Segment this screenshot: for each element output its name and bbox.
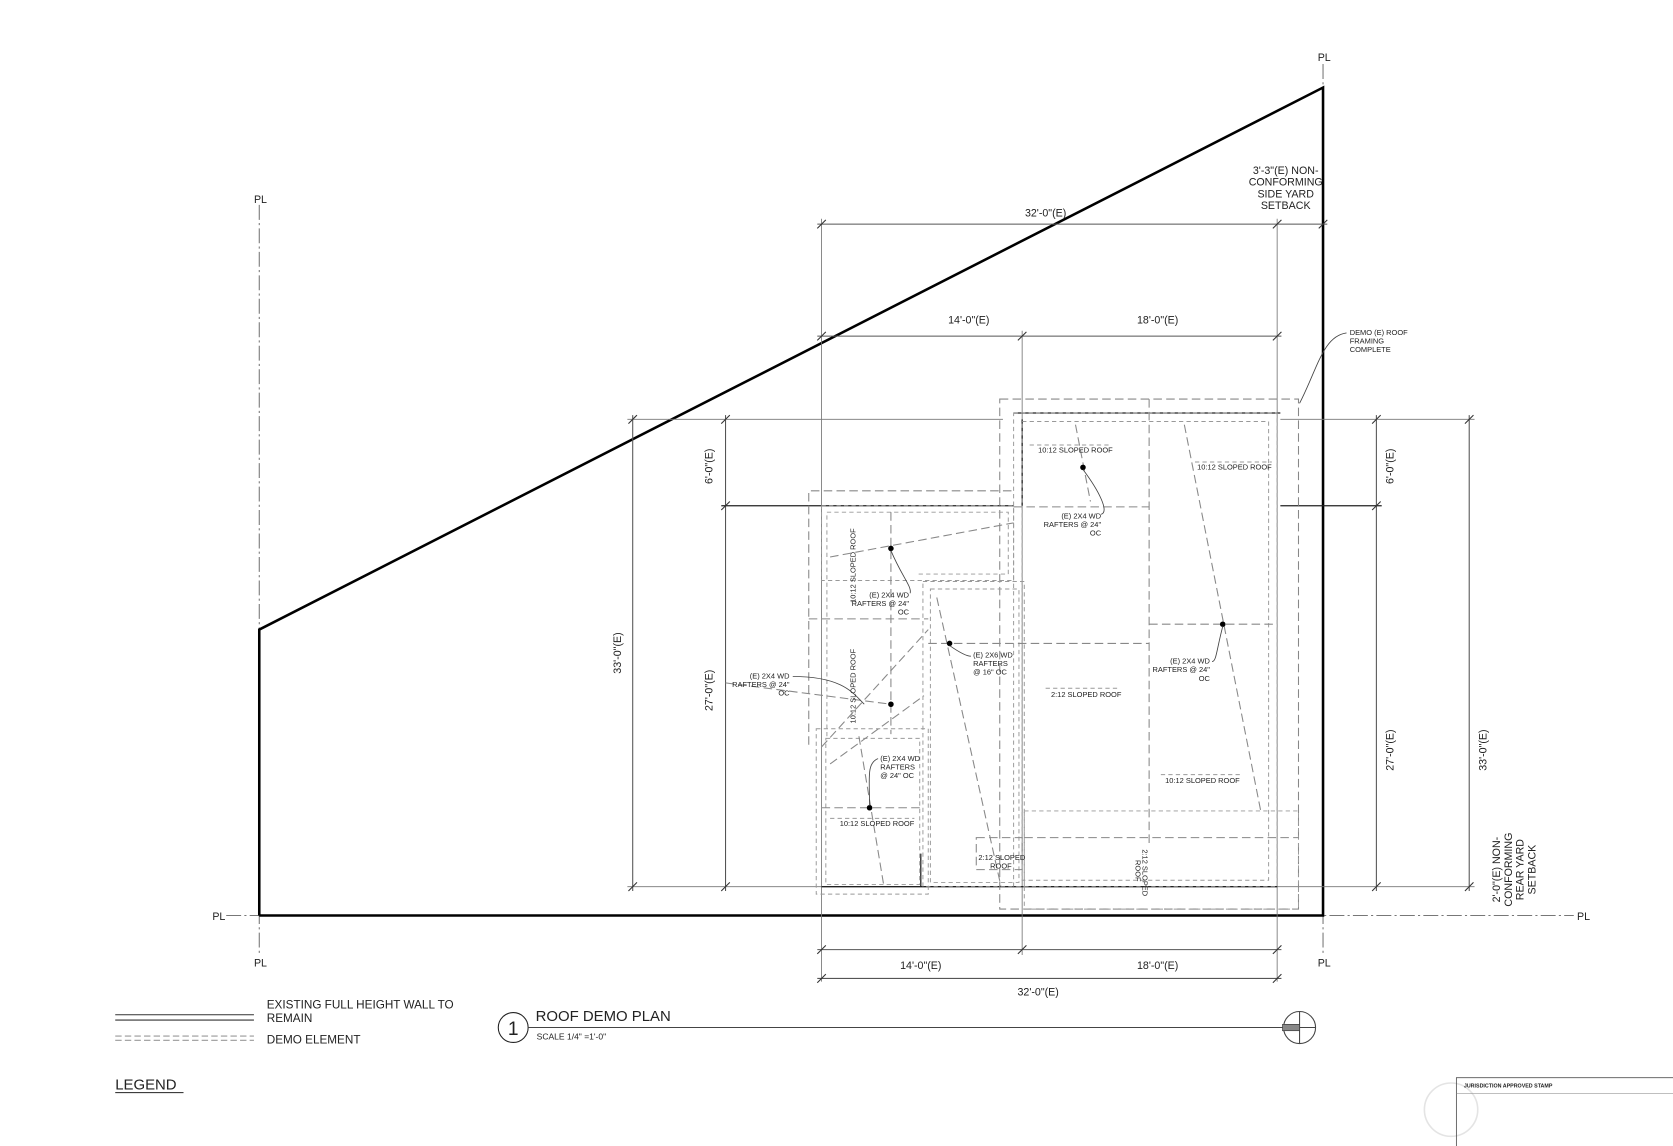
rear-yard-setback-note: 2'-0"(E) NON- CONFORMING REAR YARD SETBA…	[1491, 833, 1538, 907]
note-line: (E) 2X4 WD	[750, 672, 790, 681]
note-line: COMPLETE	[1350, 345, 1391, 354]
roof-label: 10:12 SLOPED ROOF	[1165, 776, 1240, 785]
note-line: OC	[898, 608, 910, 617]
pl-markers: PL PL PL PL PL PL	[212, 52, 1590, 970]
note-line: OC	[1199, 674, 1211, 683]
note-line: SIDE YARD	[1257, 188, 1314, 200]
roof-label: 10:12 SLOPED ROOF	[849, 528, 858, 603]
roof-label: ROOF	[1133, 860, 1142, 882]
note-line: RAFTERS @ 24"	[1153, 665, 1211, 674]
note-line: RAFTERS @ 24"	[1044, 520, 1102, 529]
legend-wall-label: EXISTING FULL HEIGHT WALL TO	[267, 998, 454, 1011]
pl-marker: PL	[1318, 958, 1331, 970]
rafter-note: (E) 2X4 WD RAFTERS @ 24" OC	[880, 754, 920, 780]
jurisdiction-stamp-box: JURISDICTION APPROVED STAMP	[1423, 1077, 1673, 1146]
dim-left-bottom: 27'-0"(E)	[704, 670, 716, 711]
note-line: CONFORMING	[1503, 833, 1515, 907]
note-line: @ 16" OC	[973, 667, 1007, 676]
note-line: RAFTERS @ 24"	[852, 599, 910, 608]
pl-marker: PL	[1318, 52, 1331, 64]
dim-bottom-left: 14'-0"(E)	[900, 960, 941, 972]
drawing-title-text: ROOF DEMO PLAN	[536, 1008, 671, 1025]
dimension-lines	[627, 218, 1475, 984]
roof-label: ROOF	[990, 862, 1012, 871]
note-line: @ 24" OC	[880, 771, 914, 780]
dim-left-overall: 33'-0"(E)	[612, 632, 624, 673]
dim-bottom-overall: 32'-0"(E)	[1017, 987, 1058, 999]
note-line: 3'-3"(E) NON-	[1253, 165, 1319, 177]
roof-label: 2:12 SLOPED	[1141, 849, 1150, 896]
rafter-note: (E) 2X4 WD RAFTERS @ 24" OC	[732, 672, 790, 698]
property-line	[257, 85, 1325, 917]
note-line: FRAMING	[1350, 337, 1385, 346]
pl-marker: PL	[212, 911, 225, 923]
note-line: OC	[1090, 529, 1102, 538]
note-line: OC	[778, 689, 790, 698]
note-line: (E) 2X4 WD	[1170, 657, 1210, 666]
dim-right-top: 6'-0"(E)	[1384, 449, 1396, 484]
dim-left-top: 6'-0"(E)	[704, 449, 716, 484]
drawing-number: 1	[508, 1019, 519, 1040]
demo-elements	[725, 398, 1300, 910]
note-line: RAFTERS @ 24"	[732, 680, 790, 689]
dim-top-overall: 32'-0"(E)	[1025, 208, 1066, 220]
legend-title: LEGEND	[115, 1076, 177, 1093]
roof-label: 10:12 SLOPED ROOF	[849, 648, 858, 723]
legend-wall-label-2: REMAIN	[267, 1012, 313, 1025]
legend-demo-label: DEMO ELEMENT	[267, 1034, 361, 1047]
rafter-points	[866, 464, 1226, 811]
pl-marker: PL	[254, 194, 267, 206]
dim-top-right: 18'-0"(E)	[1137, 314, 1178, 326]
note-line: SETBACK	[1261, 200, 1311, 212]
note-line: (E) 2X6 WD	[973, 650, 1013, 659]
stamp-title: JURISDICTION APPROVED STAMP	[1464, 1083, 1553, 1089]
note-line: (E) 2X4 WD	[880, 754, 920, 763]
dim-bottom-right: 18'-0"(E)	[1137, 960, 1178, 972]
north-arrow-icon	[1282, 1010, 1317, 1045]
dim-right-bottom: 27'-0"(E)	[1384, 729, 1396, 770]
roof-label: 2:12 SLOPED ROOF	[1051, 690, 1122, 699]
drawing-title: 1 ROOF DEMO PLAN SCALE 1/4" =1'-0"	[497, 1008, 1317, 1045]
dimension-labels: 32'-0"(E) 14'-0"(E) 18'-0"(E) 14'-0"(E) …	[612, 208, 1489, 999]
roof-label: 2:12 SLOPED	[978, 853, 1025, 862]
note-line: SETBACK	[1526, 845, 1538, 895]
drawing-scale: SCALE 1/4" =1'-0"	[537, 1031, 606, 1041]
note-line: RAFTERS	[880, 762, 915, 771]
note-line: REAR YARD	[1515, 839, 1527, 900]
roof-slope-labels: 10:12 SLOPED ROOF 10:12 SLOPED ROOF 10:1…	[830, 444, 1272, 897]
note-line: 2'-0"(E) NON-	[1491, 836, 1503, 902]
rafter-note: (E) 2X4 WD RAFTERS @ 24" OC	[1153, 657, 1211, 683]
note-line: (E) 2X4 WD	[1061, 512, 1101, 521]
roof-label: 10:12 SLOPED ROOF	[1197, 463, 1272, 472]
note-line: CONFORMING	[1249, 177, 1323, 189]
pl-marker: PL	[1577, 911, 1590, 923]
dim-top-left: 14'-0"(E)	[948, 314, 989, 326]
note-line: (E) 2X4 WD	[869, 591, 909, 600]
roof-label: 10:12 SLOPED ROOF	[1038, 445, 1113, 454]
rafter-note: (E) 2X6 WD RAFTERS @ 16" OC	[973, 650, 1013, 676]
rafter-note: (E) 2X4 WD RAFTERS @ 24" OC	[852, 591, 910, 617]
note-line: DEMO (E) ROOF	[1350, 328, 1408, 337]
side-yard-setback-note: 3'-3"(E) NON- CONFORMING SIDE YARD SETBA…	[1249, 165, 1323, 212]
note-line: RAFTERS	[973, 659, 1008, 668]
legend: EXISTING FULL HEIGHT WALL TO REMAIN DEMO…	[115, 998, 453, 1093]
leaders	[792, 332, 1347, 806]
rafter-note: (E) 2X4 WD RAFTERS @ 24" OC	[1044, 512, 1102, 538]
existing-walls	[821, 412, 1281, 888]
demo-framing-note: DEMO (E) ROOF FRAMING COMPLETE	[1350, 328, 1408, 354]
roof-label: 10:12 SLOPED ROOF	[840, 819, 915, 828]
notes: DEMO (E) ROOF FRAMING COMPLETE (E) 2X4 W…	[732, 328, 1408, 780]
pl-marker: PL	[254, 958, 267, 970]
dim-right-overall: 33'-0"(E)	[1477, 729, 1489, 770]
